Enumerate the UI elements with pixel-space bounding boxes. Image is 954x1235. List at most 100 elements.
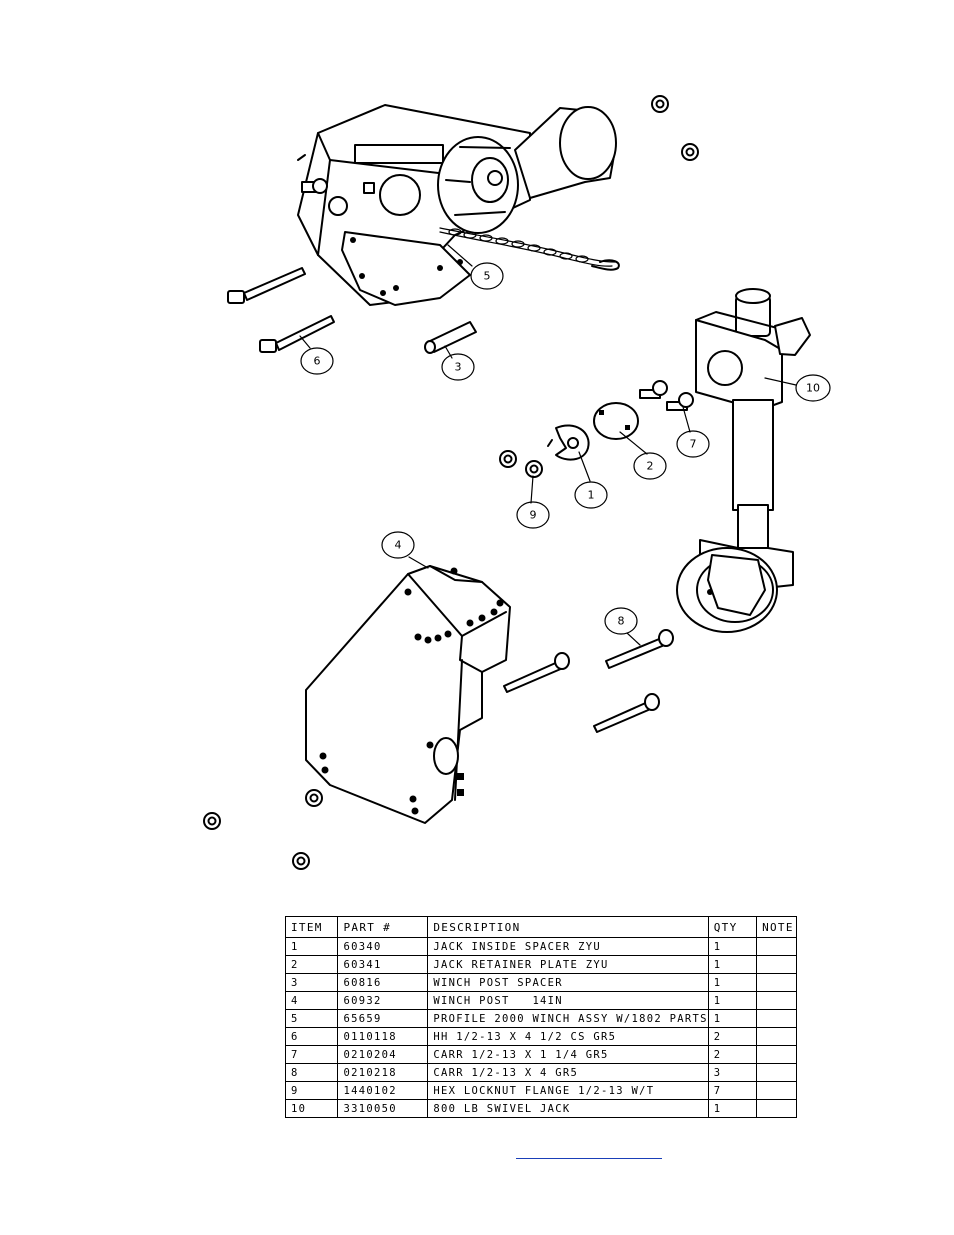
cell-item: 4 [284,991,339,1010]
header-description: DESCRIPTION [427,916,709,938]
cell-note [756,1063,797,1082]
cell-item: 2 [284,955,339,974]
header-part: PART # [337,916,429,938]
cell-item: 9 [284,1081,339,1100]
exploded-assembly-drawing: 1 2 3 4 5 6 7 8 9 10 [203,95,831,870]
cell-qty: 1 [707,991,758,1010]
cell-note [756,973,797,992]
cell-item: 10 [284,1099,339,1118]
hex-locknut-9a [499,450,517,468]
cell-part: 3310050 [337,1099,429,1118]
cell-description: CARR 1/2-13 X 1 1/4 GR5 [427,1045,709,1064]
cell-description: HEX LOCKNUT FLANGE 1/2-13 W/T [427,1081,709,1100]
leader-lines [299,244,797,646]
svg-text:5: 5 [484,270,491,283]
cell-qty: 1 [707,955,758,974]
svg-text:10: 10 [806,382,820,395]
cell-description: PROFILE 2000 WINCH ASSY W/1802 PARTS [427,1009,709,1028]
cell-part: 0210204 [337,1045,429,1064]
svg-text:6: 6 [314,355,321,368]
hex-locknut-lower-2 [203,812,221,830]
cell-item: 8 [284,1063,339,1082]
callout-10: 10 [795,374,831,402]
cell-part: 60816 [337,973,429,992]
cell-note [756,1027,797,1046]
callout-6: 6 [300,347,334,375]
cell-item: 3 [284,973,339,992]
cell-item: 1 [284,937,339,956]
header-note: NOTE [756,916,797,938]
callout-1: 1 [574,481,608,509]
cell-qty: 1 [707,1099,758,1118]
cell-part: 60341 [337,955,429,974]
winch-post-spacer [424,321,477,354]
cell-note [756,937,797,956]
cell-qty: 1 [707,973,758,992]
cell-description: JACK INSIDE SPACER ZYU [427,937,709,956]
svg-text:9: 9 [530,509,537,522]
hex-bolt-6b [259,315,335,353]
cell-description: WINCH POST SPACER [427,973,709,992]
carriage-bolt-8c [593,693,660,733]
svg-text:8: 8 [618,615,625,628]
cell-item: 6 [284,1027,339,1046]
svg-text:3: 3 [455,361,462,374]
cell-note [756,1045,797,1064]
header-qty: QTY [707,916,758,938]
cell-item: 5 [284,1009,339,1028]
cell-part: 1440102 [337,1081,429,1100]
jack-retainer-plate [593,402,639,440]
callout-7: 7 [676,430,710,458]
callout-9: 9 [516,501,550,529]
cell-note [756,955,797,974]
hex-locknut-top-2 [681,143,699,161]
svg-text:7: 7 [690,438,697,451]
cell-description: CARR 1/2-13 X 4 GR5 [427,1063,709,1082]
cell-qty: 1 [707,937,758,956]
hex-locknut-9b [525,460,543,478]
cell-part: 0110118 [337,1027,429,1046]
cell-part: 60340 [337,937,429,956]
hex-locknut-lower-1 [305,789,323,807]
hex-bolt-6a [227,267,306,304]
cell-item: 7 [284,1045,339,1064]
cell-qty: 2 [707,1045,758,1064]
hyperlink-underline[interactable] [516,1158,662,1159]
carriage-bolt-8b [605,629,674,669]
hex-locknut-top-1 [651,95,669,113]
cell-qty: 2 [707,1027,758,1046]
cell-description: 800 LB SWIVEL JACK [427,1099,709,1118]
carriage-bolt-7a [639,380,668,399]
swivel-jack [676,288,811,633]
winch-post [305,565,511,824]
cell-part: 0210218 [337,1063,429,1082]
jack-inside-spacer [547,424,590,461]
header-item: ITEM [284,916,339,938]
cell-part: 60932 [337,991,429,1010]
callout-4: 4 [381,531,415,559]
cell-note [756,991,797,1010]
cell-description: HH 1/2-13 X 4 1/2 CS GR5 [427,1027,709,1046]
callout-8: 8 [604,607,638,635]
cell-qty: 1 [707,1009,758,1028]
cell-description: WINCH POST 14IN [427,991,709,1010]
table-header-row: ITEM PART # DESCRIPTION QTY NOTE [284,916,797,938]
svg-text:2: 2 [647,460,654,473]
callout-3: 3 [441,353,475,381]
cell-qty: 7 [707,1081,758,1100]
carriage-bolt-7b [666,392,694,411]
svg-text:1: 1 [588,489,595,502]
callout-5: 5 [470,262,504,290]
cell-note [756,1081,797,1100]
